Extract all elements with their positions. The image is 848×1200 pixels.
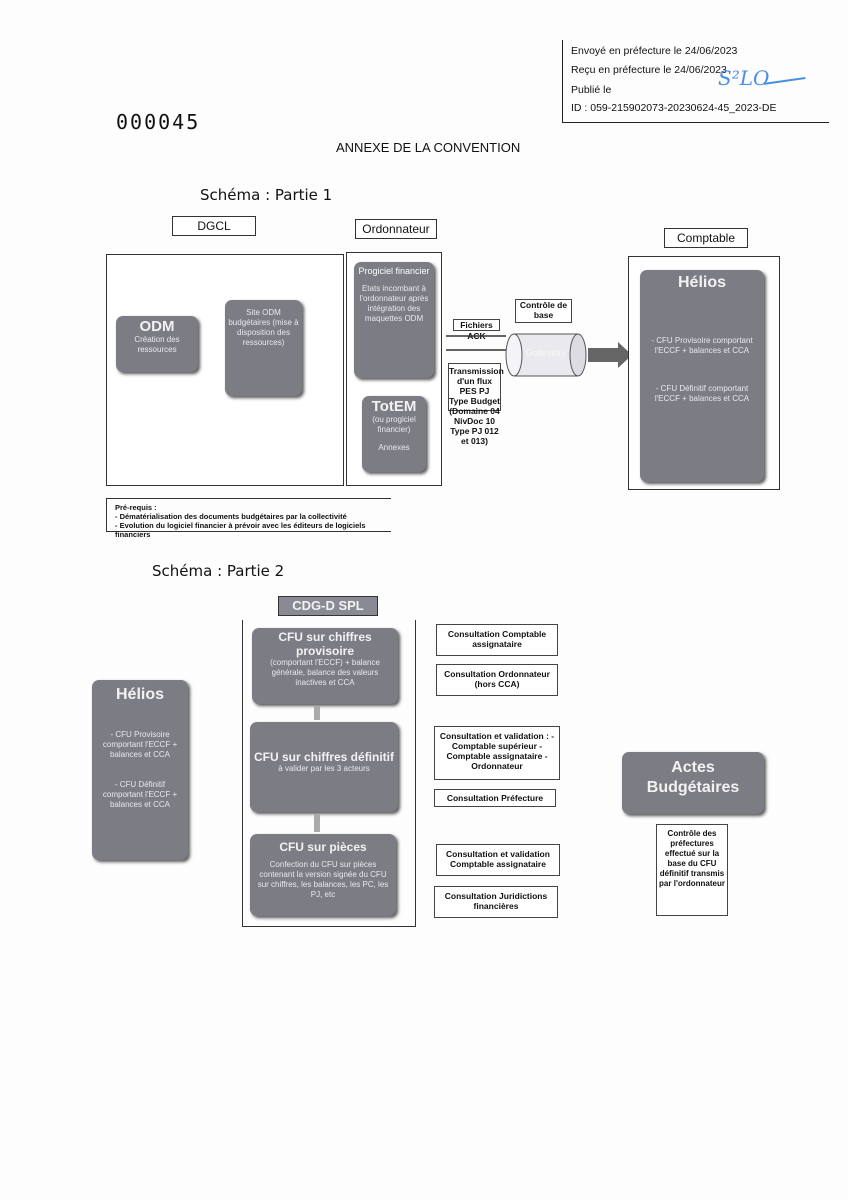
actes-budgetaires-title: Actes Budgétaires — [646, 759, 740, 796]
progiciel-box: Progiciel financier Etats incombant à l'… — [354, 262, 434, 378]
totem-title: TotEM — [371, 398, 417, 415]
site-odm-box: Site ODM budgétaires (mise à disposition… — [225, 300, 302, 396]
totem-box: TotEM (ou progiciel financier) Annexes — [362, 396, 426, 472]
cfu-provisoire-box: CFU sur chiffres provisoire (comportant … — [252, 628, 398, 704]
consultation-validation-comptable-box: Consultation et validation Comptable ass… — [436, 844, 560, 876]
helios-cfu-definitif: - CFU Définitif comportant l'ECCF + bala… — [654, 384, 750, 403]
part1-heading: Schéma : Partie 1 — [200, 186, 333, 204]
arrow-down-icon — [314, 706, 320, 720]
consultation-validation-box: Consultation et validation : - Comptable… — [434, 726, 560, 780]
comptable-label: Comptable — [664, 228, 748, 248]
gateway-cylinder-right — [569, 333, 587, 377]
cdg-spl-label: CDG-D SPL — [278, 596, 378, 616]
cfu-definitif-title: CFU sur chiffres définitif — [254, 750, 395, 764]
cfu-pieces-box: CFU sur pièces Confection du CFU sur piè… — [250, 834, 396, 916]
s2lo-signature: S²LO — [718, 66, 770, 90]
helios-box-part2: Hélios - CFU Provisoire comportant l'ECC… — [92, 680, 188, 860]
progiciel-subtitle: Etats incombant à l'ordonnateur après in… — [359, 284, 429, 323]
odm-box: ODM Création des ressources — [116, 316, 198, 372]
stamp-sent: Envoyé en préfecture le 24/06/2023 — [571, 45, 738, 57]
annexes-label: Annexes — [378, 443, 410, 452]
gateway-label: Gateway — [525, 348, 567, 359]
cfu-definitif-box: CFU sur chiffres définitif à valider par… — [250, 722, 398, 812]
site-odm-text: Site ODM budgétaires (mise à disposition… — [228, 308, 299, 347]
page-title: ANNEXE DE LA CONVENTION — [336, 140, 521, 155]
consultation-juridictions-box: Consultation Juridictions financières — [434, 886, 558, 918]
document-number: 000045 — [116, 110, 201, 134]
prerequis-item-2: - Evolution du logiciel financier à prév… — [115, 521, 366, 539]
ordonnateur-label: Ordonnateur — [355, 219, 437, 239]
prefecture-stamp: Envoyé en préfecture le 24/06/2023 Reçu … — [562, 40, 829, 123]
flux-diagram — [446, 333, 632, 377]
controle-prefectures-box: Contrôle des préfectures effectué sur la… — [656, 824, 728, 916]
cfu-pieces-subtitle: Confection du CFU sur pièces contenant l… — [257, 860, 389, 899]
stamp-received: Reçu en préfecture le 24/06/2023 — [571, 64, 727, 76]
part2-heading: Schéma : Partie 2 — [152, 562, 285, 580]
prerequis-box: Pré-requis : - Dématérialisation des doc… — [106, 498, 391, 539]
prerequis-item-1: - Dématérialisation des documents budgét… — [115, 512, 347, 521]
odm-subtitle: Création des ressources — [134, 335, 180, 354]
totem-subtitle: (ou progiciel financier) — [372, 415, 416, 434]
actes-budgetaires-box: Actes Budgétaires — [622, 752, 764, 814]
helios-title-part1: Hélios — [677, 274, 726, 291]
cfu-provisoire-subtitle: (comportant l'ECCF) + balance générale, … — [270, 658, 380, 687]
odm-title: ODM — [139, 318, 175, 335]
helios-part2-cfu-definitif: - CFU Définitif comportant l'ECCF + bala… — [102, 780, 178, 809]
consultation-comptable-box: Consultation Comptable assignataire — [436, 624, 558, 656]
cdg-frame — [242, 620, 416, 927]
prerequis-title: Pré-requis : — [115, 503, 157, 512]
helios-cfu-provisoire: - CFU Provisoire comportant l'ECCF + bal… — [651, 336, 753, 355]
consultation-prefecture-box: Consultation Préfecture — [434, 789, 556, 807]
stamp-id: ID : 059-215902073-20230624-45_2023-DE — [571, 102, 777, 114]
cfu-provisoire-title: CFU sur chiffres provisoire — [278, 630, 372, 658]
cfu-pieces-title: CFU sur pièces — [279, 840, 367, 854]
helios-title-part2: Hélios — [115, 686, 164, 703]
stamp-published: Publié le — [571, 84, 612, 96]
dgcl-label: DGCL — [172, 216, 256, 236]
transmission-box: Transmission d'un flux PES PJ Type Budge… — [448, 363, 504, 446]
cfu-definitif-subtitle: à valider par les 3 acteurs — [278, 764, 370, 773]
controle-base-box: Contrôle de base — [515, 299, 572, 323]
consultation-ordonnateur-box: Consultation Ordonnateur (hors CCA) — [436, 664, 558, 696]
helios-part2-cfu-provisoire: - CFU Provisoire comportant l'ECCF + bal… — [102, 730, 178, 759]
gateway-cylinder-left — [505, 333, 523, 377]
to-helios-arrow-icon — [588, 342, 632, 368]
progiciel-title: Progiciel financier — [358, 266, 430, 276]
helios-box-part1: Hélios - CFU Provisoire comportant l'ECC… — [640, 270, 764, 482]
arrow-down-icon — [314, 814, 320, 832]
